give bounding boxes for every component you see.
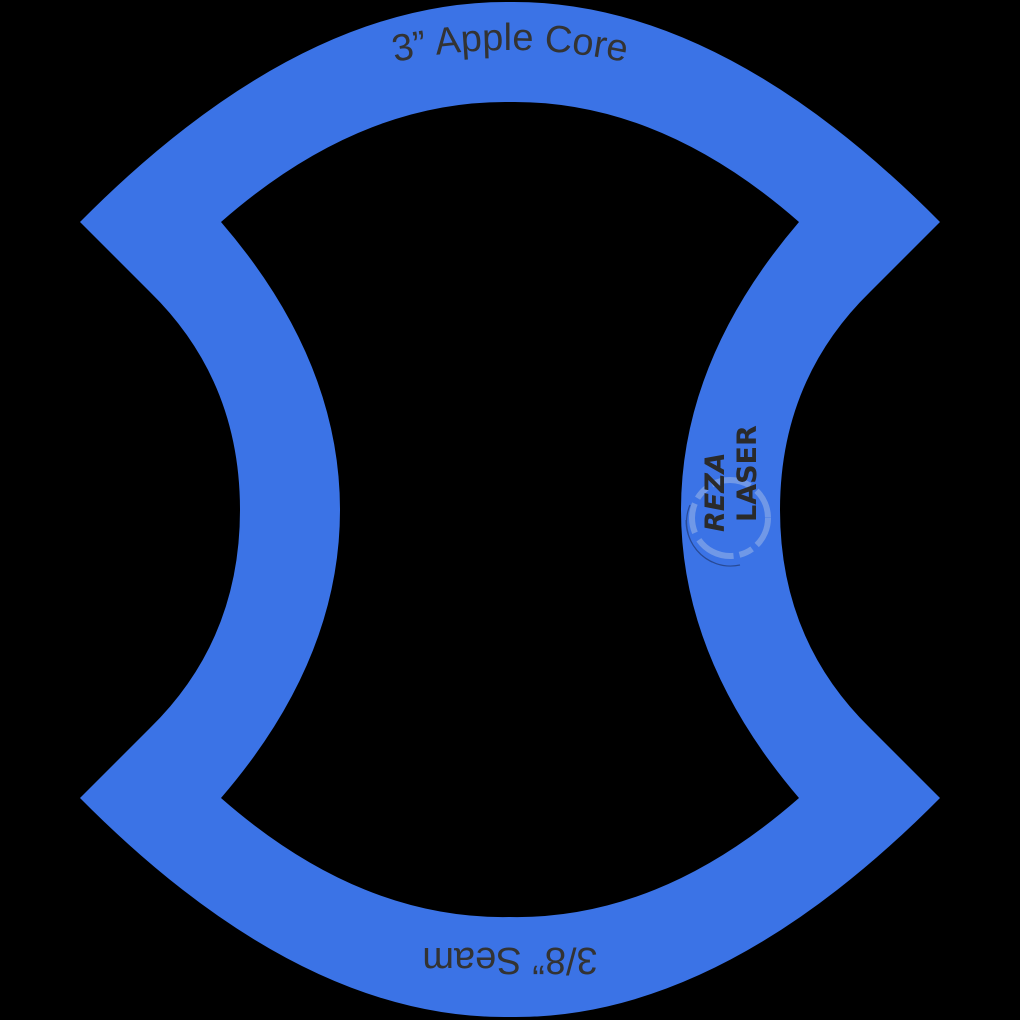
seam-label: 3/8” Seam: [422, 939, 597, 981]
apple-core-frame: [80, 1, 940, 1018]
reza-laser-logo: REZA LASER: [685, 425, 771, 567]
logo-text-laser: LASER: [732, 425, 763, 522]
reza-laser-logo-icon: [685, 477, 771, 567]
logo-text-reza: REZA: [700, 452, 731, 532]
seam-label-group: 3/8” Seam: [422, 939, 597, 981]
